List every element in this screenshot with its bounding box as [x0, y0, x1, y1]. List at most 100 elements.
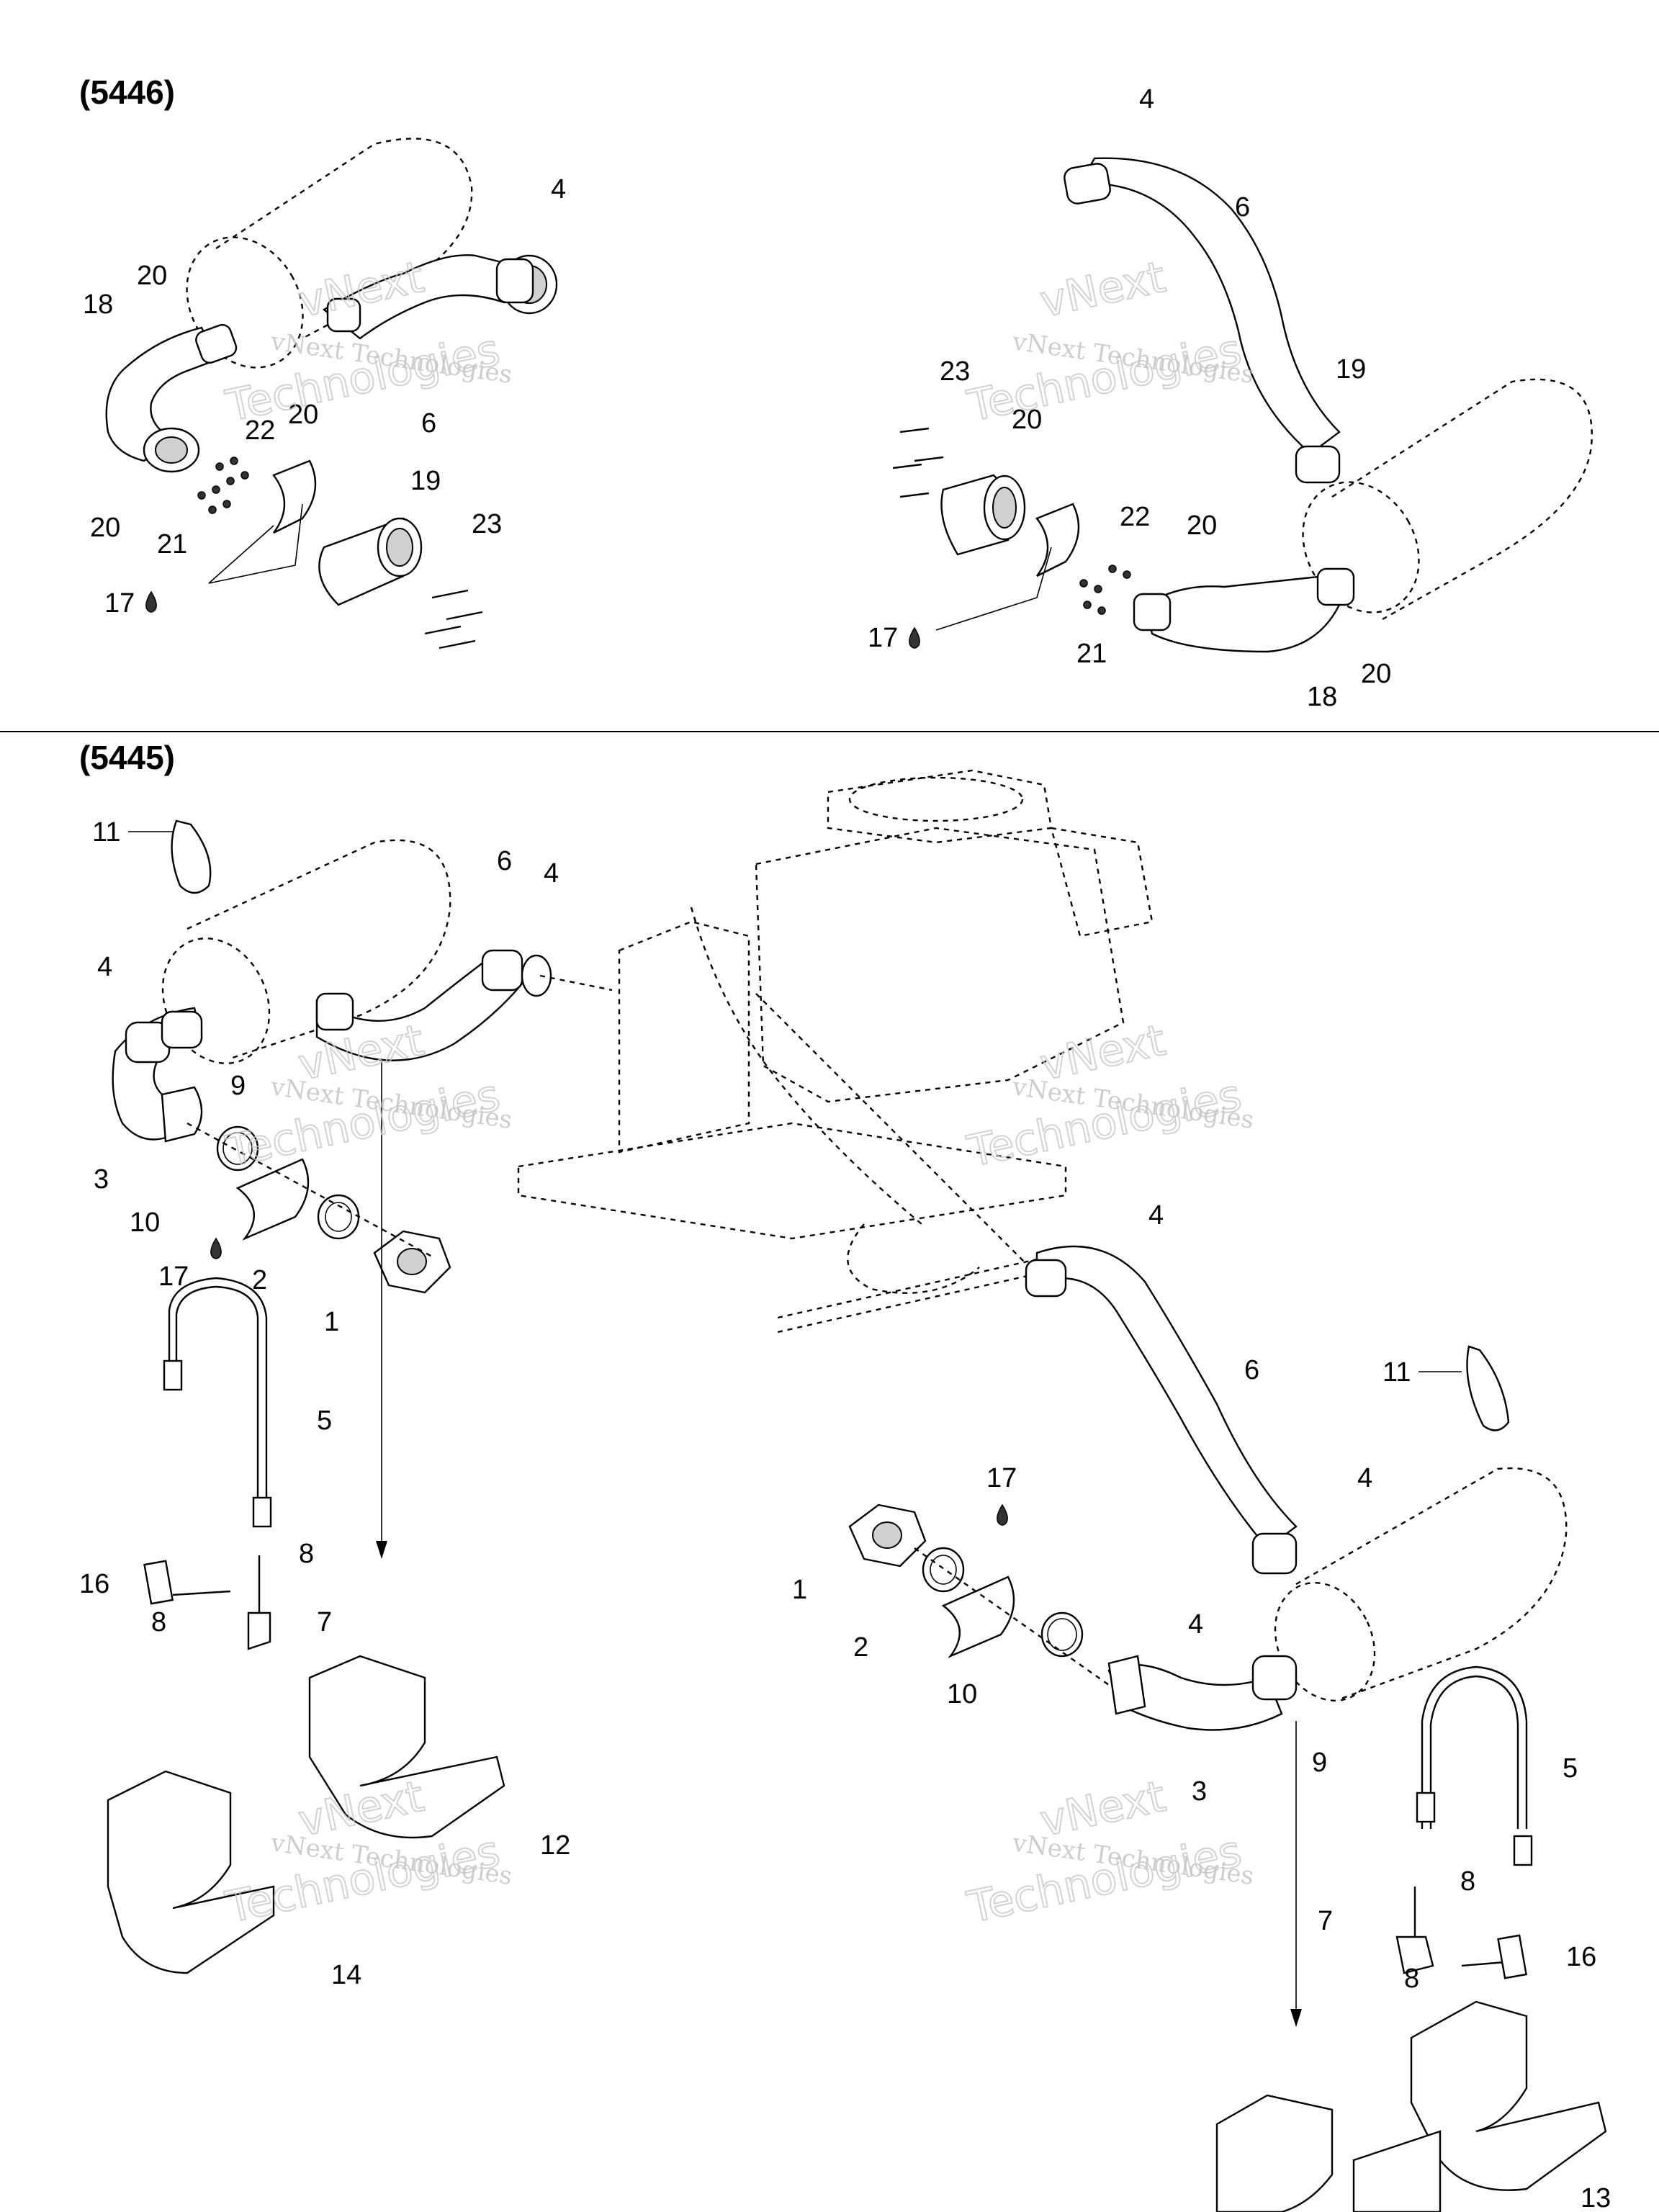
screw-8: [172, 1590, 231, 1596]
callout-16: 16: [79, 1569, 109, 1599]
muffler-outline: [1331, 378, 1593, 621]
muffler-end: [161, 938, 271, 1064]
washers-21-22: [1079, 565, 1131, 615]
bracket-7: [1395, 1936, 1434, 1974]
bracket-17: [235, 1158, 310, 1241]
callout-3: 3: [94, 1164, 109, 1195]
callout-20: 20: [288, 400, 318, 430]
engine-outline: [517, 769, 1154, 1334]
clamp-4: [1064, 163, 1111, 204]
droplet-icon: [997, 1503, 1008, 1526]
callout-10: 10: [130, 1208, 160, 1238]
callout-8: 8: [299, 1539, 314, 1569]
callout-13: 13: [1581, 2183, 1611, 2212]
screws-23: [892, 427, 944, 498]
callout-19: 20: [1012, 405, 1042, 435]
bracket-17: [1035, 503, 1080, 577]
assembly-bottom-left: 11 6 4 4 9 3 10 17 2 1 5 8 16 8 7 12 14: [79, 817, 570, 1990]
callout-1: 1: [324, 1307, 339, 1337]
clamp-20: [1295, 445, 1341, 484]
insulator-partial: [1215, 2094, 1334, 2212]
callout-21: 21: [157, 529, 187, 559]
callout-8: 8: [1460, 1866, 1475, 1897]
clamp-20: [195, 323, 238, 364]
callout-7: 7: [317, 1607, 332, 1637]
callout-9: 9: [230, 1071, 246, 1101]
callout-16: 16: [1566, 1942, 1596, 1972]
insulator-12: [308, 1655, 505, 1839]
callout-22: 22: [1120, 502, 1150, 532]
callout-12: 12: [540, 1830, 570, 1861]
cable-tie-11: [171, 819, 212, 894]
insulator-14: [107, 1770, 275, 1974]
callout-6: 6: [1235, 192, 1250, 222]
hose-18: [105, 326, 217, 462]
callout-4: 4: [551, 174, 566, 204]
ring-10: [1040, 1611, 1084, 1658]
callout-18: 18: [1307, 682, 1337, 712]
callout-4: 4: [1148, 1200, 1164, 1231]
callout-20: 20: [1361, 659, 1391, 689]
muffler-outline: [215, 138, 473, 340]
washers-21-22: [197, 457, 249, 514]
bellows: [1107, 1655, 1146, 1715]
assembly-top-right: 4 6 23 19 20 22 20 17 21 18 20: [868, 84, 1593, 712]
callout-17: 17: [986, 1463, 1017, 1493]
droplet-icon: [909, 626, 920, 649]
callout-4: 4: [1357, 1463, 1372, 1493]
section-label-5445: (5445): [79, 739, 175, 776]
clamp-4: [495, 258, 534, 304]
callout-23: 23: [940, 356, 970, 387]
callout-11: 11: [92, 817, 120, 848]
callout-21: 21: [1076, 639, 1107, 669]
bracket-17: [941, 1575, 1015, 1658]
plate-16: [1497, 1934, 1528, 1979]
bracket-17: [272, 459, 317, 534]
callout-19: 19: [410, 466, 441, 496]
hose-6: [1078, 157, 1341, 455]
callout-14: 14: [331, 1960, 361, 1990]
assembly-top-left: 4 20 18 20 6 20 22 21 19 23 17: [83, 138, 566, 649]
callout-6: 6: [497, 846, 512, 876]
callout-4: 4: [544, 858, 559, 889]
callout-6: 6: [421, 408, 436, 439]
ring-10: [216, 1125, 259, 1172]
callout-17: 17: [104, 588, 135, 619]
clamp-20c: [1316, 567, 1355, 606]
callout-7: 7: [1318, 1906, 1333, 1936]
clamp-9: [1251, 1655, 1298, 1701]
callout-17: 17: [868, 623, 898, 653]
callout-8: 8: [151, 1607, 166, 1637]
callout-8: 8: [1404, 1964, 1419, 1994]
callout-10: 10: [947, 1679, 977, 1709]
callout-5: 5: [1563, 1753, 1578, 1784]
callout-4: 4: [1139, 84, 1154, 114]
callout-4: 4: [1188, 1609, 1203, 1640]
callout-22: 22: [245, 415, 275, 446]
callout-9: 9: [1312, 1748, 1327, 1778]
droplet-icon: [210, 1237, 222, 1259]
clamp-4b: [1251, 1532, 1298, 1575]
screw-8b: [1461, 1961, 1506, 1967]
clamp-20b: [326, 297, 361, 333]
callout-18: 18: [83, 289, 113, 320]
insulator-13: [1410, 2000, 1607, 2191]
bracket-7: [247, 1611, 271, 1650]
callout-20: 19: [1336, 354, 1366, 385]
hose-18: [1143, 575, 1341, 653]
muffler-end: [1302, 481, 1420, 613]
clamp-4c: [161, 1010, 203, 1049]
ring-2: [317, 1194, 360, 1240]
callout-20: 20: [1187, 511, 1217, 541]
callout-2: 2: [853, 1632, 868, 1663]
clamp-4: [1025, 1259, 1067, 1298]
callout-3: 3: [1192, 1776, 1207, 1807]
strap-5: [1421, 1665, 1528, 1829]
section-label-5446: (5446): [79, 73, 175, 111]
muffler-outline: [1295, 1467, 1568, 1701]
screws-23: [424, 589, 483, 649]
callout-20: 20: [137, 261, 167, 291]
clamp-4: [315, 992, 354, 1031]
callout-23: 23: [472, 509, 502, 539]
